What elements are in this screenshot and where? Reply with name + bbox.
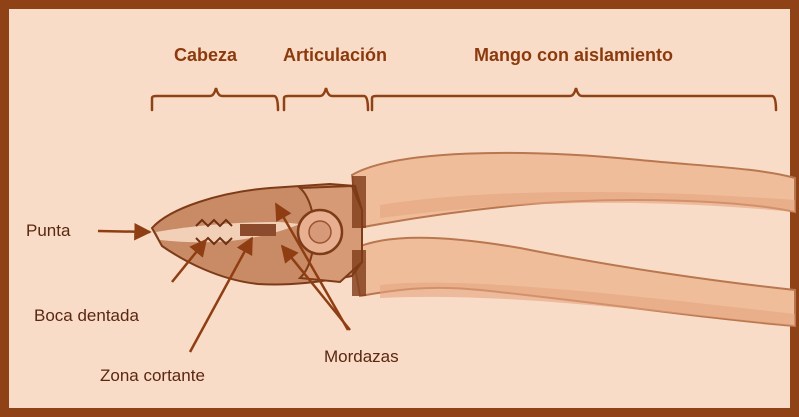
cutting-edge [240,224,276,236]
tip-label: Punta [26,221,70,241]
head-header: Cabeza [174,45,237,66]
brace-joint [284,88,368,110]
lower-ferrule [352,250,366,296]
handle-header: Mango con aislamiento [474,45,673,66]
brace-head [152,88,278,110]
upper-handle [352,153,795,228]
pliers-body [152,153,795,326]
tip-arrow [98,231,150,232]
cutting-zone-label: Zona cortante [100,366,205,386]
jaws-label: Mordazas [324,347,399,367]
brace-handle [372,88,776,110]
section-braces [152,88,776,110]
toothed-jaw-label: Boca dentada [34,306,139,326]
upper-ferrule [352,176,366,228]
joint-header: Articulación [283,45,387,66]
